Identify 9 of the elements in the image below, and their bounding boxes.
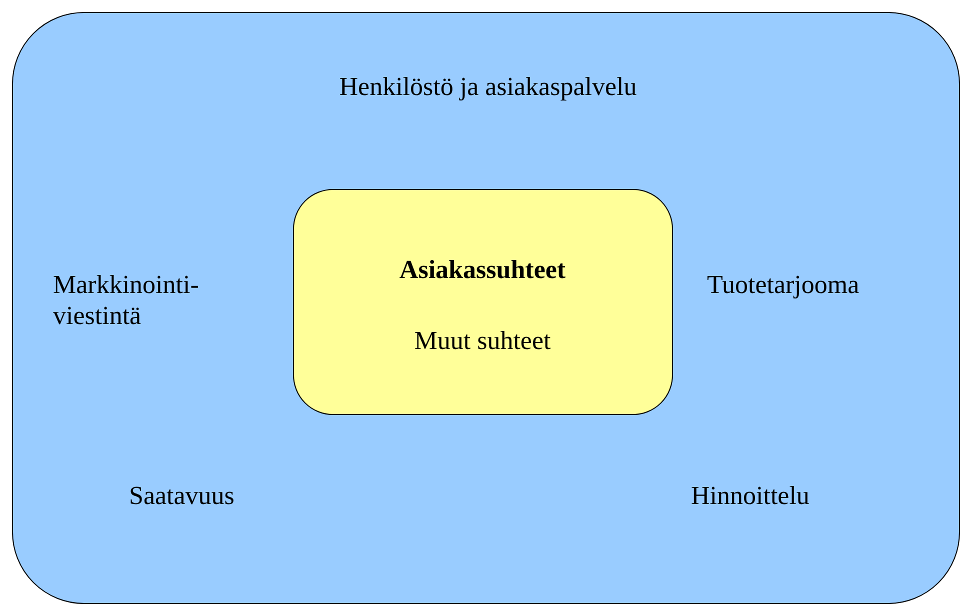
area-label: Henkilöstö ja asiakaspalvelu — [338, 71, 638, 102]
area-label: Tuotetarjooma — [707, 269, 860, 300]
area-label: Markkinointi-viestintä — [53, 269, 200, 331]
box-text: Muut suhteet — [413, 325, 552, 356]
area-label: Hinnoittelu — [691, 480, 810, 511]
inner-rounded-box — [293, 189, 673, 415]
outer-rounded-box — [12, 12, 960, 604]
area-label: Saatavuus — [129, 480, 236, 511]
box-title: Asiakassuhteet — [398, 254, 567, 285]
